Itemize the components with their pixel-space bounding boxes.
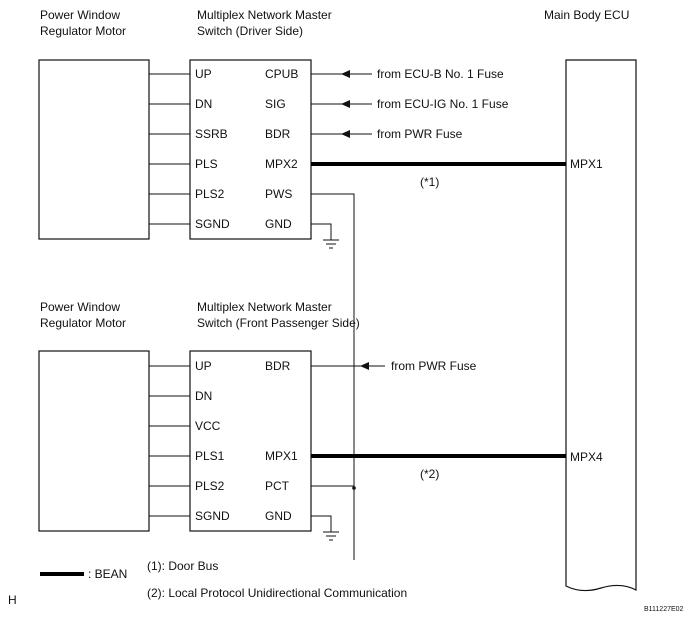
ground-icon [311,223,339,249]
passenger-pin-gnd: GND [265,509,292,523]
motor-top-title-2: Regulator Motor [40,24,126,38]
source-bdr-passenger: from PWR Fuse [391,359,477,373]
driver-switch-box [189,59,312,240]
ecu-pin-mpx4: MPX4 [570,450,603,464]
motor-bottom-title-1: Power Window [40,300,120,314]
driver-pin-dn: DN [195,97,212,111]
bus-note-top: (*1) [420,175,439,189]
driver-left-wires [149,73,190,225]
driver-pin-bdr: BDR [265,127,291,141]
driver-pin-up: UP [195,67,212,81]
figure-code: B111227E02 [644,606,684,613]
passenger-pin-pct: PCT [265,479,290,493]
arrow-icon [341,70,350,78]
passenger-pin-bdr: BDR [265,359,291,373]
legend-door-bus: (1): Door Bus [147,559,218,573]
arrow-icon [341,130,350,138]
passenger-pin-pls2: PLS2 [195,479,225,493]
passenger-left-pins: UP DN VCC PLS1 PLS2 SGND [195,359,230,523]
main-ecu-box [565,59,637,592]
driver-switch-title-1: Multiplex Network Master [197,8,332,22]
motor-bottom-box [38,350,150,532]
corner-letter: H [8,593,17,607]
driver-pin-pls: PLS [195,157,218,171]
driver-pin-cpub: CPUB [265,67,298,81]
passenger-pin-pls1: PLS1 [195,449,225,463]
passenger-switch-box [189,350,312,532]
source-sig: from ECU-IG No. 1 Fuse [377,97,509,111]
driver-pin-ssrb: SSRB [195,127,228,141]
ground-icon [311,515,339,541]
legend-bean-label: : BEAN [88,567,127,581]
passenger-pin-sgnd: SGND [195,509,230,523]
arrow-icon [360,362,369,370]
ecu-pin-mpx1: MPX1 [570,157,603,171]
junction-dot [352,486,356,490]
passenger-pin-mpx1: MPX1 [265,449,298,463]
bus-note-bottom: (*2) [420,467,439,481]
driver-pin-pls2: PLS2 [195,187,225,201]
legend-local-protocol: (2): Local Protocol Unidirectional Commu… [147,586,407,600]
passenger-right-pins: BDR MPX1 PCT GND [265,359,298,523]
source-cpub: from ECU-B No. 1 Fuse [377,67,504,81]
passenger-switch-title-2: Switch (Front Passenger Side) [197,316,360,330]
main-ecu-title: Main Body ECU [544,8,629,22]
driver-left-pins: UP DN SSRB PLS PLS2 SGND [195,67,230,231]
passenger-left-wires [149,365,190,517]
pws-pct-wire [311,193,355,560]
passenger-pin-dn: DN [195,389,212,403]
motor-top-title-1: Power Window [40,8,120,22]
driver-pin-sig: SIG [265,97,286,111]
driver-power-arrows [341,70,350,138]
driver-pin-gnd: GND [265,217,292,231]
driver-pin-sgnd: SGND [195,217,230,231]
source-bdr-driver: from PWR Fuse [377,127,463,141]
driver-switch-title-2: Switch (Driver Side) [197,24,303,38]
passenger-pin-vcc: VCC [195,419,221,433]
driver-pin-pws: PWS [265,187,292,201]
passenger-switch-title-1: Multiplex Network Master [197,300,332,314]
motor-top-box [38,59,150,240]
driver-right-pins: CPUB SIG BDR MPX2 PWS GND [265,67,298,231]
arrow-icon [341,100,350,108]
motor-bottom-title-2: Regulator Motor [40,316,126,330]
passenger-pin-up: UP [195,359,212,373]
driver-pin-mpx2: MPX2 [265,157,298,171]
